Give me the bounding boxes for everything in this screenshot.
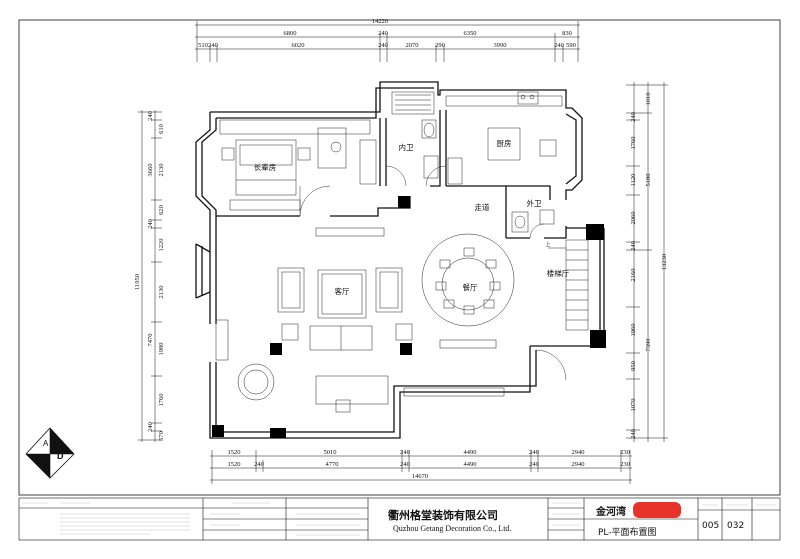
dim-top-r2-i: 590 [566,42,576,49]
compass-label-a: A [43,439,49,448]
dim-right-r1-e: 240 [630,241,637,251]
dim-top-r1-b: 240 [378,30,388,37]
room-label-stair-hall: 楼梯厅 [547,268,570,278]
dim-bottom-r1-e: 240 [529,449,539,456]
dim-top-r2-h: 240 [554,42,564,49]
dim-bottom-r2-b: 240 [254,461,264,468]
room-label-outer-bath: 外卫 [527,198,542,208]
dim-top-r2-b: 240 [208,42,218,49]
dim-bottom-r1-b: 5010 [324,449,337,456]
dining-room-furniture [403,233,515,397]
dim-top-r2-a: 510 [198,42,208,49]
dim-right-r2-a: 1010 [645,93,652,106]
outer-bath-fixtures [511,209,555,233]
dim-top-r1-a: 6800 [284,30,297,37]
compass-label-c: C [38,455,43,461]
dim-left-total: 11950 [134,274,141,290]
bedroom-furniture [219,119,377,211]
top-dimensions [195,21,580,62]
drawing-frame [18,19,781,496]
compass-icon [25,427,75,479]
dim-bottom-r2-a: 1520 [228,461,241,468]
room-label-inner-bath: 内卫 [399,142,414,152]
dim-right-r1-h: 950 [630,361,637,371]
dim-bottom-total: 14670 [412,473,428,480]
dim-left-h: 2130 [158,286,165,299]
inner-bath-fixtures [391,91,439,179]
dim-bottom-r2-c: 4770 [326,461,339,468]
doors [299,165,567,381]
dim-right-r1-b: 1760 [630,137,637,150]
dim-left-j: 1980 [158,343,165,356]
room-label-stair-up: 上 [545,241,550,248]
compass-label-b: B [45,461,50,470]
dim-bottom-r2-g: 2940 [572,461,585,468]
dim-left-g: 1220 [158,239,165,252]
right-dimensions [626,82,668,442]
dim-left-i: 7470 [147,334,154,347]
dim-right-r1-d: 2060 [630,212,637,225]
dim-right-total: 13230 [661,254,668,270]
dim-bottom-r1-a: 1520 [228,449,241,456]
kitchen-fixtures [445,91,563,185]
left-dimensions [138,110,162,442]
dim-left-b: 610 [158,124,165,134]
dim-top-r2-f: 290 [435,42,445,49]
dim-left-k: 1760 [158,394,165,407]
room-label-kitchen: 厨房 [497,138,512,148]
dim-bottom-r1-g: 230 [620,449,630,456]
walls [195,81,605,439]
room-label-dining-room: 餐厅 [463,283,478,292]
dim-right-r1-j: 240 [630,429,637,439]
structural-columns [212,196,606,438]
dim-top-r2-c: 6020 [292,42,305,49]
room-label-master-bedroom: 长辈房 [254,162,277,172]
total-pages: 032 [727,521,745,531]
dim-bottom-r1-d: 4490 [464,449,477,456]
dim-right-r1-f: 2160 [630,269,637,282]
compass-label-d: D [57,451,64,461]
dim-right-r1-c: 1120 [630,174,637,187]
dim-right-r1-i: 1070 [630,399,637,412]
stairs [548,239,589,331]
dim-left-a: 240 [147,111,154,121]
dim-left-m: 570 [158,431,165,441]
dim-left-e: 620 [158,205,165,215]
page-number: 005 [702,521,720,531]
title-block-frame [18,497,781,541]
dim-right-r1-g: 1960 [630,324,637,337]
living-room-furniture [215,227,413,413]
dim-top-r2-d: 240 [378,42,388,49]
project-name: 金河湾 [596,507,626,518]
room-label-corridor: 走道 [475,202,490,212]
company-name-cn: 衢州格堂装饰有限公司 [388,509,498,522]
company-name-en: Quzhou Getang Decoration Co., Ltd. [393,524,512,533]
drawing-title: PL-平面布置图 [598,528,657,538]
bottom-dimensions [210,450,632,484]
dim-top-total: 14220 [372,18,388,25]
dim-bottom-r2-d: 240 [400,461,410,468]
dim-top-r2-e: 2070 [406,42,419,49]
dim-right-r1-a: 240 [630,112,637,122]
project-redaction-mark [633,502,681,518]
dim-bottom-r2-h: 230 [620,461,630,468]
title-block-notes [22,502,776,536]
dim-left-l: 240 [147,422,154,432]
dim-top-r2-g: 3990 [494,42,507,49]
dim-bottom-r2-f: 240 [529,461,539,468]
dim-bottom-r1-f: 2940 [572,449,585,456]
dim-top-r1-d: 830 [562,30,572,37]
dim-right-r2-b: 5180 [645,174,652,187]
dim-left-d: 2130 [158,164,165,177]
dim-left-f: 240 [147,219,154,229]
dim-right-r2-c: 7390 [645,339,652,352]
dim-bottom-r1-c: 240 [400,449,410,456]
dim-bottom-r2-e: 4490 [464,461,477,468]
dim-left-c: 3660 [147,164,154,177]
dim-top-r1-c: 6350 [464,30,477,37]
room-label-living-room: 客厅 [335,286,350,296]
